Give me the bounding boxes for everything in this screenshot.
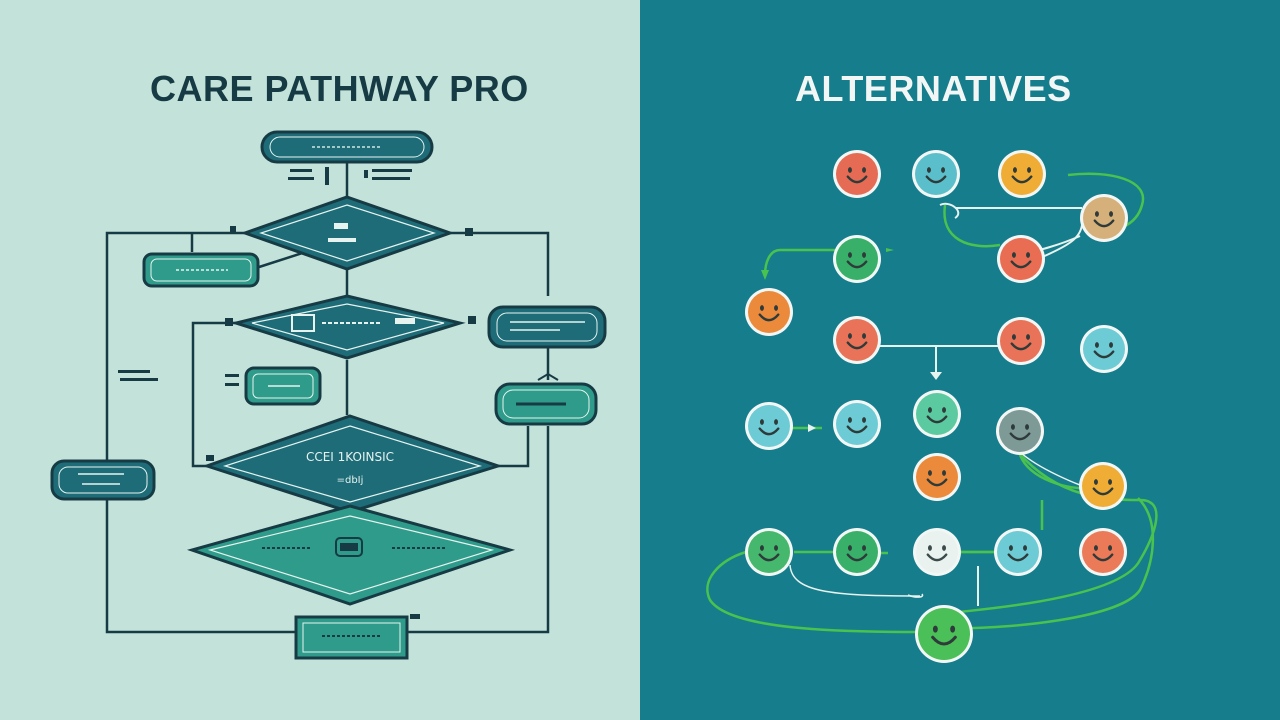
end-node <box>294 615 409 660</box>
main-decision-node: CCEI 1KOINSIC =dbIj <box>202 414 503 514</box>
side-process-box-4 <box>494 382 598 426</box>
smiley-face-icon <box>833 316 881 364</box>
outcome-decision-node <box>186 504 516 606</box>
smiley-face-icon <box>912 150 960 198</box>
smiley-face-icon <box>1079 528 1127 576</box>
smiley-face-icon <box>913 390 961 438</box>
alternatives-title: ALTERNATIVES <box>795 68 1072 109</box>
side-annotations <box>118 226 476 461</box>
side-process-box-5 <box>50 459 156 501</box>
decision-node-2 <box>230 294 466 360</box>
smiley-face-icon <box>745 528 793 576</box>
smiley-face-icon <box>745 288 793 336</box>
face-nodes <box>745 150 1128 663</box>
start-node-annotations <box>288 167 412 185</box>
care-pathway-title: CARE PATHWAY PRO <box>150 68 529 109</box>
smiley-face-icon <box>1080 325 1128 373</box>
main-decision-sublabel: =dbIj <box>337 475 364 486</box>
main-decision-label: CCEI 1KOINSIC <box>306 450 394 464</box>
smiley-face-icon <box>913 453 961 501</box>
side-process-box-3 <box>244 366 322 406</box>
side-process-box-1 <box>142 252 260 288</box>
care-pathway-flowchart: CCEI 1KOINSIC =dbIj <box>50 130 607 660</box>
care-pathway-panel: CARE PATHWAY PRO <box>0 0 640 720</box>
smiley-face-icon <box>833 528 881 576</box>
side-process-box-2 <box>487 305 607 349</box>
network-connectors <box>706 172 1158 634</box>
smiley-face-icon <box>915 605 973 663</box>
smiley-face-icon <box>996 407 1044 455</box>
smiley-face-icon <box>997 317 1045 365</box>
smiley-face-icon <box>833 150 881 198</box>
start-node <box>260 130 434 164</box>
smiley-face-icon <box>997 235 1045 283</box>
alternatives-panel: ALTERNATIVES <box>640 0 1280 720</box>
smiley-face-icon <box>745 402 793 450</box>
alternatives-network <box>706 150 1158 663</box>
smiley-face-icon <box>994 528 1042 576</box>
smiley-face-icon <box>1079 462 1127 510</box>
smiley-face-icon <box>1080 194 1128 242</box>
decision-node-1 <box>240 195 455 271</box>
smiley-face-icon <box>913 528 961 576</box>
smiley-face-icon <box>998 150 1046 198</box>
smiley-face-icon <box>833 235 881 283</box>
smiley-face-icon <box>833 400 881 448</box>
